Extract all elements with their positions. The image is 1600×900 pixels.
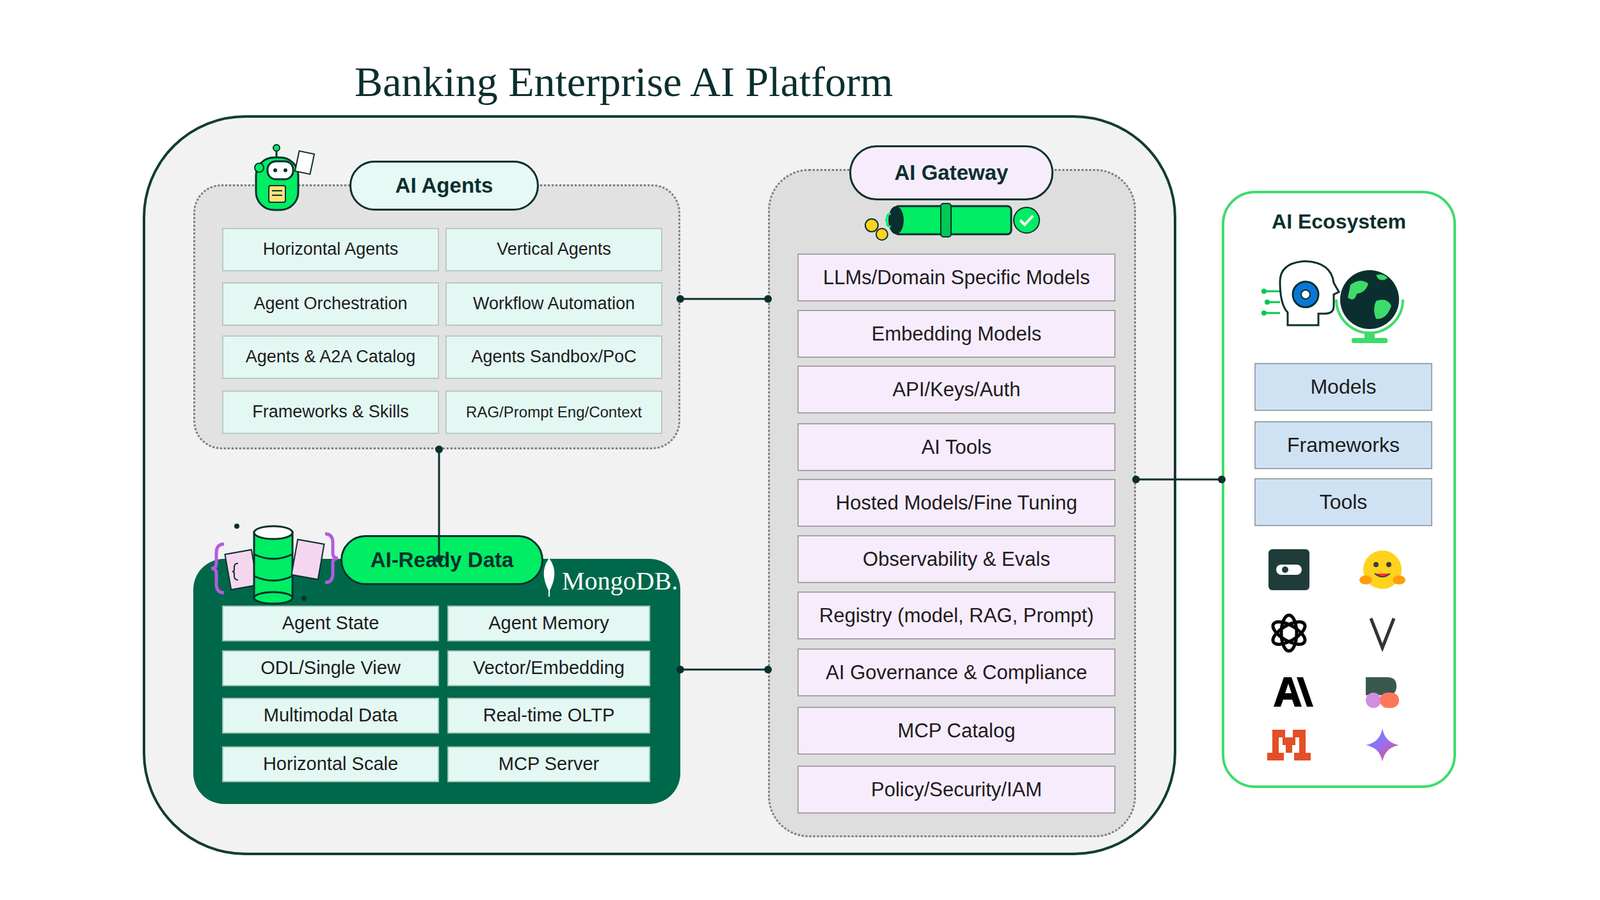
data-box: Agent State — [222, 605, 440, 642]
data-box: Multimodal Data — [222, 697, 440, 734]
item-label: Models — [1306, 375, 1380, 399]
agent-box: Workflow Automation — [445, 282, 663, 326]
title-text: Banking Enterprise AI Platform — [354, 57, 893, 107]
gateway-group: AI GatewayLLMs/Domain Specific ModelsEmb… — [768, 168, 1136, 838]
connector-dot — [764, 295, 772, 303]
agent-box: Vertical Agents — [445, 227, 663, 272]
data-box: Vector/Embedding — [447, 650, 651, 687]
data-box: Horizontal Scale — [222, 746, 440, 783]
connector-dot — [1132, 475, 1140, 484]
group-heading: AI-Ready Data — [340, 535, 544, 585]
item-label: Registry (model, RAG, Prompt) — [815, 604, 1098, 628]
brand-leaf-stem — [548, 588, 550, 597]
item-label: RAG/Prompt Eng/Context — [462, 403, 646, 422]
gateway-box: AI Governance & Compliance — [797, 648, 1116, 697]
connector-line — [680, 668, 768, 671]
ecosystem-box: Frameworks — [1254, 421, 1433, 470]
ecosystem-illustration — [1261, 261, 1403, 344]
connector — [1132, 475, 1226, 484]
item-label: Frameworks — [1283, 433, 1404, 457]
brand-leaf — [544, 558, 555, 592]
database-icon — [211, 523, 338, 604]
item-label: Horizontal Agents — [259, 239, 403, 260]
data-group: AI-Ready DataMongoDB.Agent StateAgent Me… — [193, 558, 681, 804]
item-label: Agent State — [278, 612, 384, 634]
item-label: AI Tools — [917, 435, 996, 459]
item-label: LLMs/Domain Specific Models — [819, 266, 1094, 290]
agent-box: Agents & A2A Catalog — [222, 335, 440, 379]
item-label: API/Keys/Auth — [888, 378, 1025, 402]
gateway-box: MCP Catalog — [797, 706, 1116, 755]
agent-box: RAG/Prompt Eng/Context — [445, 390, 663, 434]
item-label: MCP Catalog — [894, 719, 1020, 743]
group-heading: AI Agents — [349, 160, 539, 211]
connector-line — [680, 298, 768, 301]
item-label: Agent Memory — [484, 612, 614, 634]
item-label: Workflow Automation — [469, 293, 639, 314]
agent-box: Agent Orchestration — [222, 282, 440, 326]
agent-box: Horizontal Agents — [222, 227, 440, 272]
item-label: Frameworks & Skills — [248, 401, 413, 422]
item-label: Multimodal Data — [259, 704, 402, 726]
data-box: MCP Server — [447, 746, 651, 783]
robot-icon — [254, 144, 315, 210]
agent-box: Agents Sandbox/PoC — [445, 335, 663, 379]
connector-dot — [1217, 475, 1226, 484]
brand-text: MongoDB. — [561, 566, 678, 596]
gateway-box: Observability & Evals — [797, 535, 1116, 584]
gateway-icon — [865, 203, 1040, 240]
panel-heading: AI Ecosystem — [1224, 209, 1454, 234]
item-label: Hosted Models/Fine Tuning — [832, 491, 1081, 515]
connector-dot — [435, 445, 443, 454]
item-label: MCP Server — [494, 753, 603, 775]
item-label: Agents & A2A Catalog — [241, 346, 420, 367]
data-box: Agent Memory — [447, 605, 651, 642]
item-label: Observability & Evals — [858, 547, 1055, 571]
gateway-box: Registry (model, RAG, Prompt) — [797, 591, 1116, 640]
data-box: Real-time OLTP — [447, 697, 651, 734]
ecosystem-panel: AI EcosystemModelsFrameworksTools — [1221, 190, 1456, 788]
connector-dot — [764, 665, 772, 674]
connector — [435, 445, 443, 563]
item-label: AI Governance & Compliance — [821, 661, 1091, 685]
item-label: Horizontal Scale — [259, 753, 402, 775]
connector — [676, 295, 772, 303]
item-label: Agent Orchestration — [249, 293, 411, 314]
vendor-logos — [1267, 549, 1406, 762]
gateway-box: Policy/Security/IAM — [797, 765, 1116, 814]
agent-group: AI AgentsHorizontal AgentsVertical Agent… — [193, 184, 681, 450]
connector — [676, 665, 772, 674]
connector-dot — [435, 554, 443, 563]
item-label: Embedding Models — [867, 322, 1046, 346]
connector-line — [438, 449, 441, 559]
item-label: Agents Sandbox/PoC — [467, 346, 640, 367]
agent-box: Frameworks & Skills — [222, 390, 440, 434]
connector-dot — [676, 665, 685, 674]
gateway-box: Hosted Models/Fine Tuning — [797, 478, 1116, 527]
item-label: Real-time OLTP — [479, 704, 619, 726]
gateway-box: AI Tools — [797, 423, 1116, 472]
item-label: Vector/Embedding — [469, 657, 629, 679]
group-heading: AI Gateway — [849, 145, 1054, 201]
data-box: ODL/Single View — [222, 650, 440, 687]
ecosystem-box: Models — [1254, 362, 1433, 411]
item-label: Tools — [1315, 490, 1372, 514]
gateway-box: LLMs/Domain Specific Models — [797, 253, 1116, 302]
ecosystem-box: Tools — [1254, 478, 1433, 527]
connector-dot — [676, 295, 685, 303]
gateway-box: API/Keys/Auth — [797, 365, 1116, 414]
item-label: ODL/Single View — [256, 657, 405, 679]
platform-frame: Banking Enterprise AI PlatformAI AgentsH… — [142, 115, 1177, 856]
item-label: Vertical Agents — [492, 239, 616, 260]
gateway-box: Embedding Models — [797, 309, 1116, 358]
item-label: Policy/Security/IAM — [867, 778, 1046, 802]
connector-line — [1136, 478, 1222, 481]
